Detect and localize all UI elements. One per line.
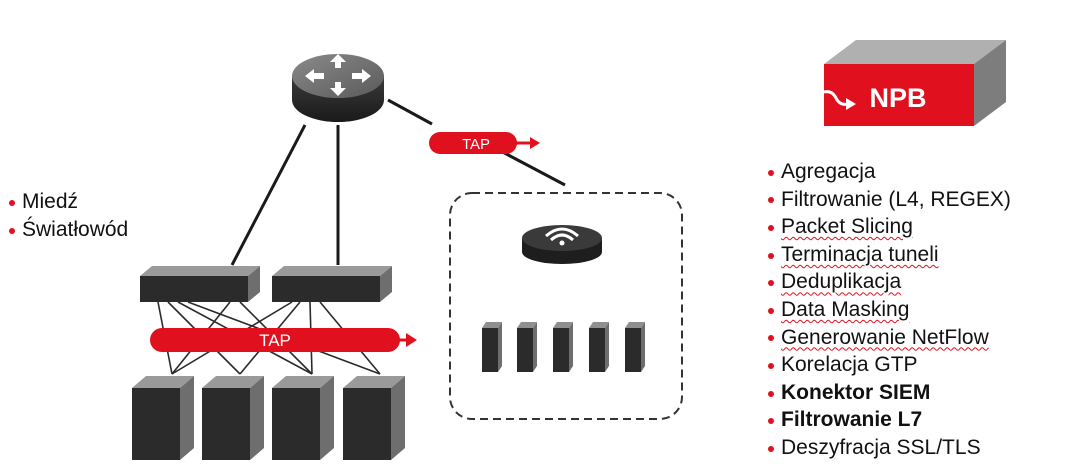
server-icon <box>132 376 194 460</box>
wired-servers <box>132 376 405 460</box>
feature-netflow-generation-label: Generowanie NetFlow <box>781 325 989 349</box>
switch-icon <box>272 266 392 302</box>
server-icon <box>482 322 502 372</box>
feature-deduplication-label: Deduplikacja <box>781 270 902 294</box>
connection-lines <box>230 98 566 266</box>
feature-packet-slicing-label: Packet Slicing <box>781 215 913 239</box>
feature-tunnel-termination: Terminacja tuneli <box>767 241 1011 269</box>
wifi-access-point-icon <box>522 225 602 264</box>
feature-data-masking: Data Masking <box>767 296 1011 324</box>
feature-netflow-generation: Generowanie NetFlow <box>767 324 1011 352</box>
npb-label: NPB <box>869 83 926 113</box>
link-router-wifi-segment-2 <box>494 146 566 187</box>
feature-siem-connector: Konektor SIEM <box>767 379 1011 407</box>
media-item-copper: Miedź <box>8 188 128 216</box>
feature-ssl-tls-decryption: Deszyfracja SSL/TLS <box>767 434 1011 462</box>
server-icon <box>553 322 573 372</box>
feature-gtp-correlation: Korelacja GTP <box>767 351 1011 379</box>
server-icon <box>343 376 405 460</box>
feature-packet-slicing: Packet Slicing <box>767 213 1011 241</box>
npb-features-list: Agregacja Filtrowanie (L4, REGEX) Packet… <box>767 158 1011 462</box>
router-icon <box>292 54 384 122</box>
server-icon <box>517 322 537 372</box>
server-icon <box>272 376 334 460</box>
wireless-zone <box>449 192 683 420</box>
server-icon <box>589 322 609 372</box>
npb-appliance-icon: NPB <box>823 40 1006 126</box>
wireless-clients <box>482 322 645 372</box>
tap-top: TAP <box>429 132 540 154</box>
feature-data-masking-label: Data Masking <box>781 297 910 321</box>
feature-l7-filtering: Filtrowanie L7 <box>767 406 1011 434</box>
media-list: Miedź Światłowód <box>8 188 128 244</box>
server-icon <box>625 322 645 372</box>
link-router-wifi-segment <box>387 98 433 126</box>
link-router-switch-left <box>230 124 307 266</box>
tap-top-label: TAP <box>462 136 490 153</box>
tap-bottom: TAP <box>150 328 417 352</box>
feature-deduplication: Deduplikacja <box>767 268 1011 296</box>
feature-tunnel-termination-label: Terminacja tuneli <box>781 242 939 266</box>
media-item-fiber: Światłowód <box>8 216 128 244</box>
tap-bottom-label: TAP <box>259 331 291 350</box>
server-icon <box>202 376 264 460</box>
feature-filtering-l4-regex: Filtrowanie (L4, REGEX) <box>767 186 1011 214</box>
feature-aggregation: Agregacja <box>767 158 1011 186</box>
switch-icon <box>140 266 260 302</box>
